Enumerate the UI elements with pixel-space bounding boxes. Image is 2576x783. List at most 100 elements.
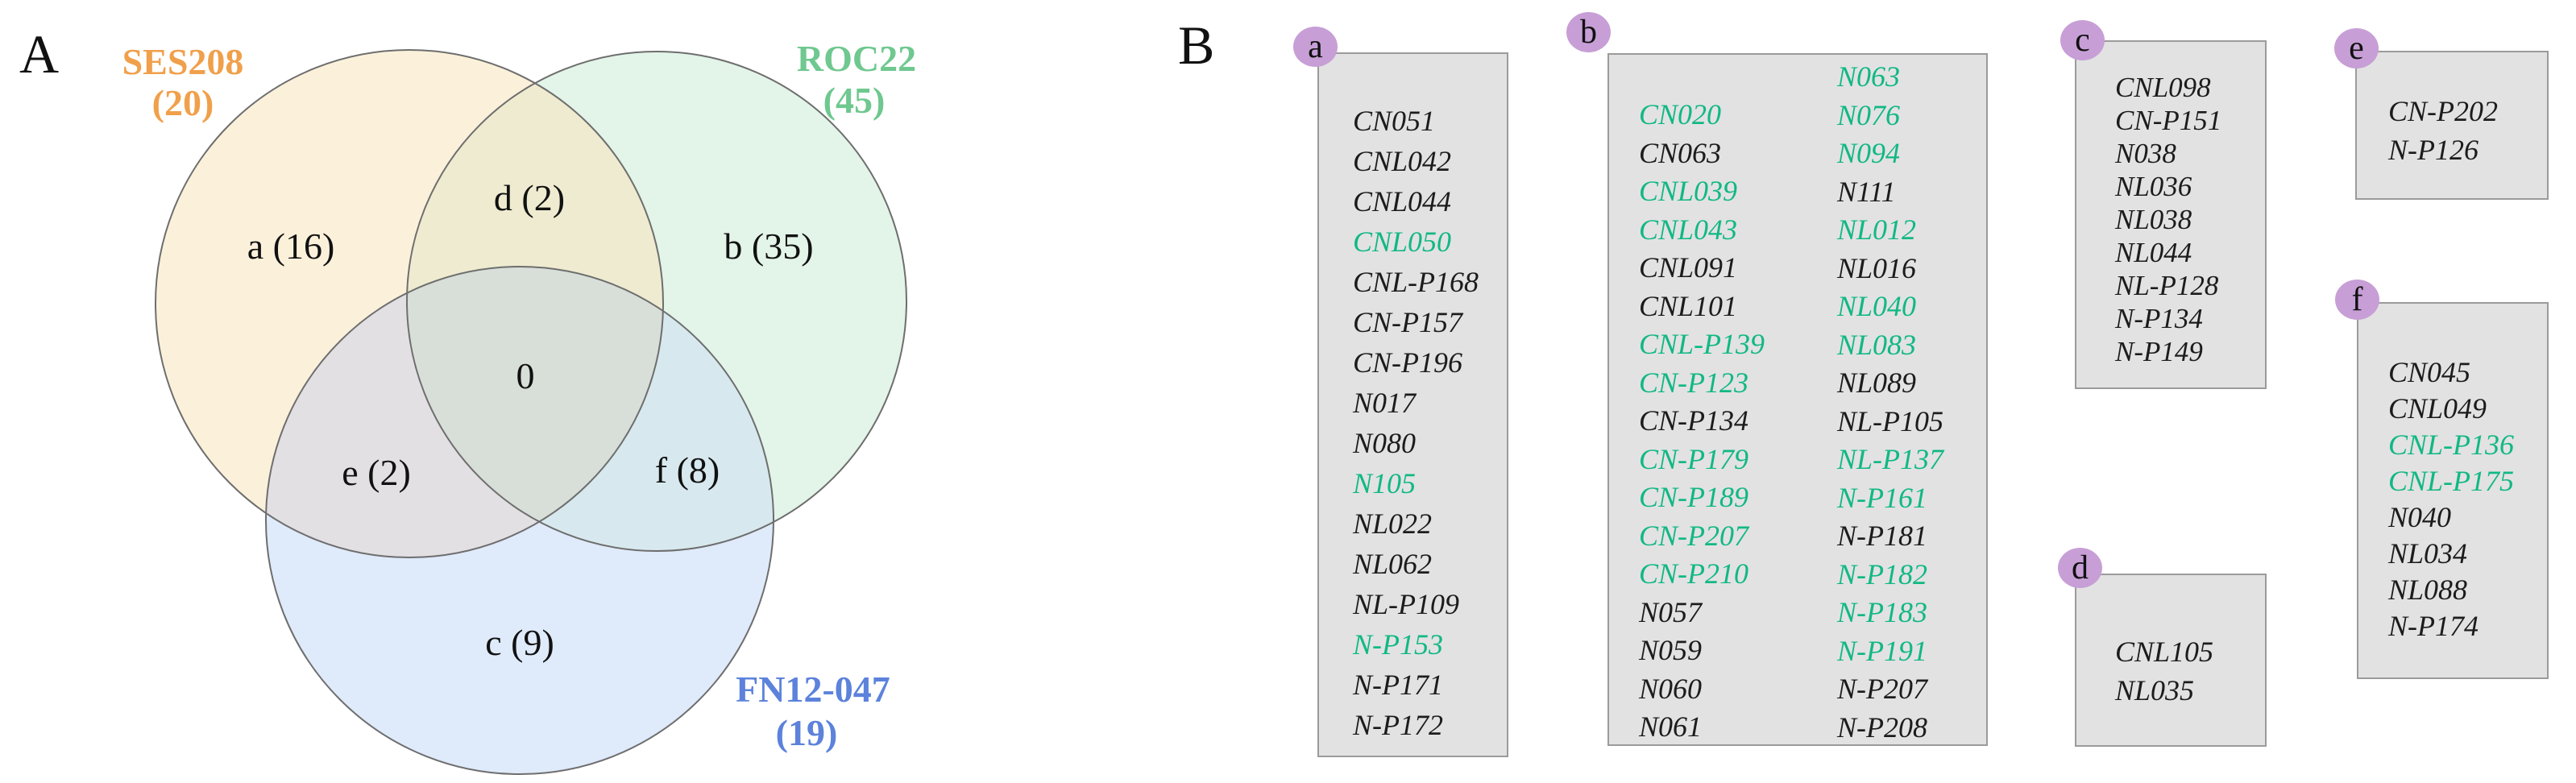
list-item: CN-P123	[1639, 366, 1749, 399]
list-item: N-P134	[2115, 303, 2203, 334]
list-item: CN-P179	[1639, 442, 1749, 475]
list-item: N080	[1353, 427, 1417, 459]
list-item: CN-P157	[1353, 306, 1463, 338]
list-item: N-P161	[1837, 481, 1927, 514]
list-item: CNL091	[1639, 251, 1738, 284]
list-item: NL036	[2115, 171, 2192, 202]
list-item: CN063	[1639, 136, 1722, 169]
list-item: NL062	[1353, 548, 1433, 580]
list-item: CN020	[1639, 98, 1722, 130]
list-item: N-P207	[1837, 673, 1927, 705]
list-item: CNL101	[1639, 289, 1738, 322]
list-item: N063	[1837, 60, 1901, 93]
list-item: CN051	[1353, 105, 1436, 137]
list-item: CNL043	[1639, 213, 1738, 246]
list-item: N057	[1639, 595, 1703, 628]
fn12047-count: (19)	[776, 712, 838, 753]
list-item: NL012	[1837, 213, 1917, 246]
list-item: CN-P210	[1639, 557, 1749, 590]
roc22-count: (45)	[823, 80, 886, 121]
list-item: N105	[1353, 467, 1417, 499]
list-item: NL040	[1837, 290, 1917, 322]
region-e-label: e (2)	[342, 452, 411, 493]
list-item: NL016	[1837, 251, 1917, 284]
list-item: NL088	[2388, 574, 2468, 606]
list-item: CN-P189	[1639, 481, 1749, 513]
list-item: NL089	[1837, 367, 1917, 399]
group-e-badge: e	[2334, 28, 2379, 68]
list-item: CNL-P168	[1353, 266, 1479, 298]
group-d-badge: d	[2058, 548, 2102, 588]
list-item: NL-P109	[1353, 588, 1460, 620]
region-a-label: a (16)	[247, 226, 335, 267]
list-item: N-P182	[1837, 557, 1927, 590]
list-item: N-P172	[1353, 709, 1443, 741]
list-item: N-P181	[1837, 520, 1927, 552]
list-item: N-P126	[2388, 134, 2479, 166]
list-item: NL083	[1837, 328, 1917, 361]
ses208-outline	[155, 49, 664, 558]
region-f-label: f (8)	[655, 450, 720, 491]
list-item: N094	[1837, 137, 1901, 169]
panel-a-label: A	[19, 23, 59, 85]
list-item: CN-P196	[1353, 346, 1463, 379]
region-b-label: b (35)	[724, 226, 813, 267]
list-item: CNL044	[1353, 185, 1452, 218]
venn-diagram: A SES208 (20) ROC22 (45) FN12-047 (19) a…	[19, 23, 916, 775]
list-item: N061	[1639, 710, 1703, 743]
list-item: N059	[1639, 634, 1703, 666]
group-c-badge: c	[2060, 20, 2105, 60]
list-item: NL034	[2388, 537, 2468, 570]
list-item: CNL105	[2115, 636, 2214, 668]
list-item: NL038	[2115, 204, 2192, 235]
list-item: CNL098	[2115, 72, 2211, 103]
ses208-count: (20)	[152, 82, 214, 123]
list-item: NL035	[2115, 674, 2195, 706]
list-item: CNL-P136	[2388, 429, 2515, 461]
list-item: CNL042	[1353, 145, 1452, 177]
list-item: N-P174	[2388, 610, 2479, 642]
list-item: N-P149	[2115, 336, 2203, 367]
roc22-name: ROC22	[797, 38, 916, 79]
list-item: N040	[2388, 501, 2452, 533]
list-item: NL-P137	[1837, 443, 1944, 475]
list-item: N111	[1837, 175, 1896, 208]
region-center-label: 0	[516, 355, 535, 396]
group-a-badge: a	[1293, 27, 1338, 67]
list-item: CNL-P139	[1639, 328, 1765, 360]
list-item: NL022	[1353, 508, 1433, 540]
list-item: CN-P207	[1639, 519, 1749, 552]
list-item: CNL-P175	[2388, 465, 2515, 497]
panel-b-label: B	[1178, 14, 1215, 76]
region-c-label: c (9)	[485, 622, 554, 663]
fn12047-name: FN12-047	[736, 669, 890, 710]
list-item: NL044	[2115, 237, 2192, 268]
list-item: N-P208	[1837, 710, 1927, 744]
region-d-label: d (2)	[494, 177, 565, 218]
list-item: N060	[1639, 672, 1703, 705]
list-item: CNL039	[1639, 175, 1738, 207]
list-item: N-P171	[1353, 669, 1443, 701]
list-item: CN-P134	[1639, 404, 1749, 437]
fn12047-outline	[265, 266, 774, 775]
list-item: CN-P202	[2388, 95, 2499, 127]
list-item: N038	[2115, 138, 2176, 169]
ses208-name: SES208	[122, 41, 244, 82]
group-f-badge: f	[2335, 280, 2379, 320]
list-item: NL-P105	[1837, 404, 1944, 437]
list-item: NL-P128	[2115, 270, 2219, 301]
list-item: CN-P151	[2115, 105, 2222, 136]
